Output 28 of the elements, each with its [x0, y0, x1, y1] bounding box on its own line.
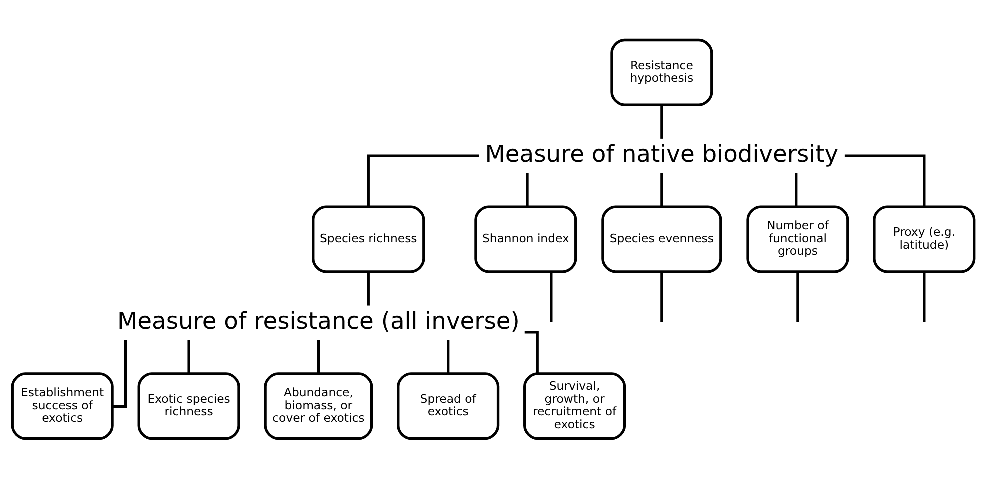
node-box: Species evenness: [602, 205, 722, 273]
node-box: Proxy (e.g. latitude): [873, 205, 976, 273]
connector: [367, 154, 480, 207]
node-box: Survival, growth, or recruitment of exotics: [524, 372, 626, 440]
node-box: Species richness: [312, 205, 426, 273]
connector: [526, 172, 529, 207]
connector: [367, 271, 370, 306]
connector: [844, 154, 926, 207]
connector: [447, 340, 450, 374]
connector: [550, 271, 553, 322]
node-text: Measure of native biodiversity: [485, 140, 839, 168]
connector: [660, 104, 664, 138]
connector: [112, 340, 128, 408]
node-text: Measure of resistance (all inverse): [117, 306, 520, 334]
connector: [188, 340, 190, 374]
node-box: Establishment success of exotics: [11, 372, 114, 440]
connector: [317, 340, 320, 374]
connector: [923, 271, 926, 322]
node-box: Spread of exotics: [397, 372, 500, 440]
node-box: Exotic species richness: [138, 372, 240, 440]
node-box: Shannon index: [474, 205, 578, 273]
connector: [660, 271, 664, 322]
node-box: Abundance, biomass, or cover of exotics: [264, 372, 374, 440]
connector: [660, 172, 664, 207]
connector: [796, 271, 800, 322]
node-box: Number of functional groups: [746, 205, 850, 273]
connector: [795, 172, 798, 207]
node-box: Resistance hypothesis: [610, 38, 714, 106]
